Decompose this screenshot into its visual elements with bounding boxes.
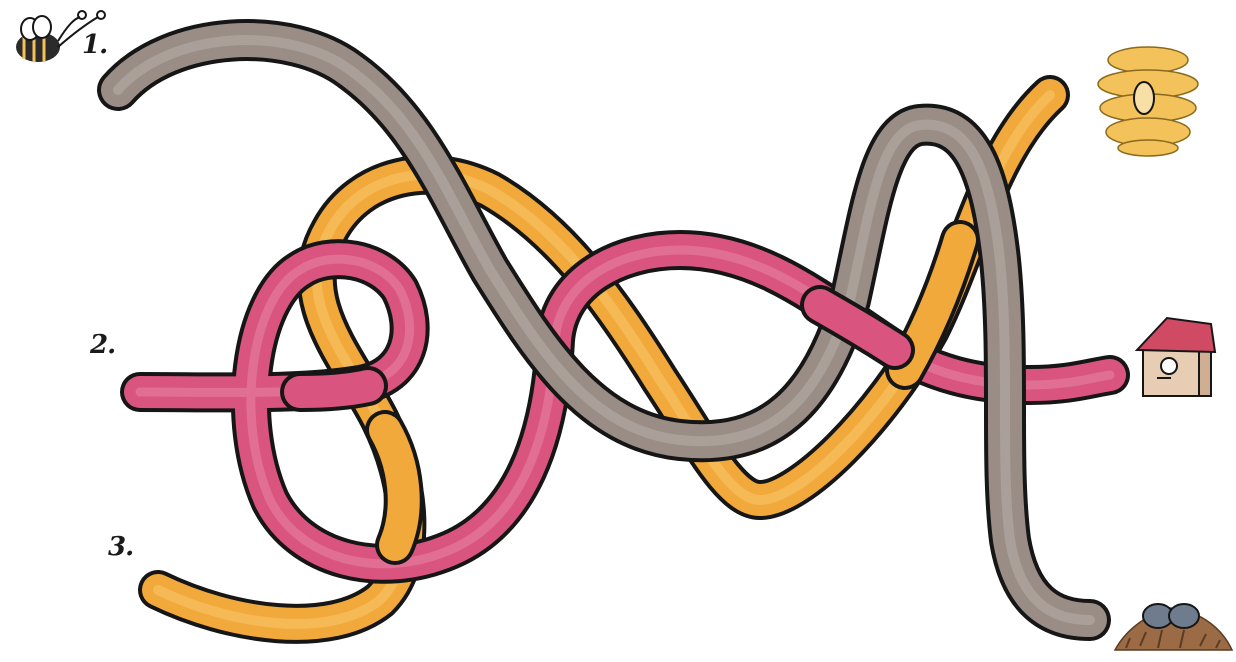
path-3-number-label: 3. (108, 532, 133, 562)
birdhouse-icon (1137, 318, 1215, 396)
path-2-number-label: 2. (90, 330, 115, 360)
path-1-number-label: 1. (82, 30, 107, 60)
beehive-icon (1098, 47, 1198, 156)
mole-hill-icon (1115, 604, 1232, 650)
